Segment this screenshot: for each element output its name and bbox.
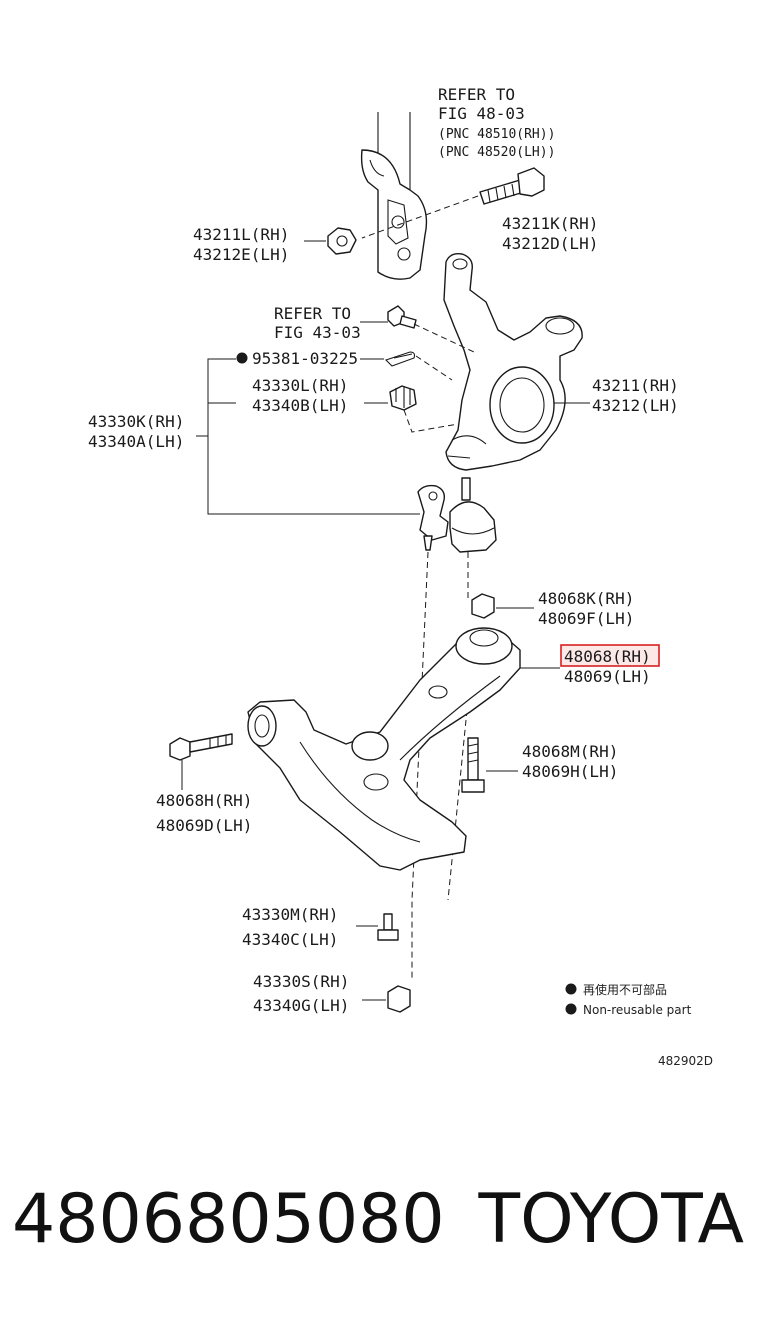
- lower-bolt-lh-label[interactable]: 43340C(LH): [242, 930, 338, 949]
- arm-nut-lh-label[interactable]: 48069F(LH): [538, 609, 634, 628]
- upper-bolt-rh-label[interactable]: 43211K(RH): [502, 214, 598, 233]
- upper-bolt-illustration: [479, 167, 545, 205]
- cotter-pin-label[interactable]: 95381-03225: [252, 349, 358, 368]
- upper-nut-illustration: [327, 227, 357, 255]
- legend-en-label: Non-reusable part: [583, 1003, 692, 1017]
- ball-joint-rh-label[interactable]: 43330K(RH): [88, 412, 184, 431]
- legend-marker-en: [565, 1003, 577, 1015]
- lower-nut-rh-label[interactable]: 43330S(RH): [253, 972, 349, 991]
- refer-fig48-line3: (PNC 48510(RH)): [438, 127, 555, 142]
- front-bolt-illustration: [169, 733, 233, 761]
- refer-fig43-line1: REFER TO: [274, 304, 351, 323]
- lower-arm-lh-label[interactable]: 48069(LH): [564, 667, 651, 686]
- castle-nut-illustration: [389, 385, 417, 411]
- cotter-pin-illustration: [384, 351, 416, 367]
- lower-bolt-illustration: [377, 913, 399, 941]
- rear-bolt-illustration: [461, 737, 485, 793]
- arm-nut-illustration: [471, 593, 495, 619]
- strut-bracket-illustration: [360, 112, 428, 280]
- lower-arm-rh-label[interactable]: 48068(RH): [564, 647, 651, 666]
- lower-control-arm-illustration: [247, 627, 521, 871]
- lower-nut-illustration: [387, 985, 411, 1013]
- lower-nut-lh-label[interactable]: 43340G(LH): [253, 996, 349, 1015]
- refer-fig48-line1: REFER TO: [438, 85, 515, 104]
- lower-bolt-rh-label[interactable]: 43330M(RH): [242, 905, 338, 924]
- small-bolt-illustration: [387, 305, 417, 329]
- non-reusable-marker: [236, 352, 248, 364]
- highlight-box: [560, 644, 660, 667]
- ball-joint-lh-label[interactable]: 43340A(LH): [88, 432, 184, 451]
- steering-knuckle-illustration: [443, 252, 583, 471]
- castle-nut-rh-label[interactable]: 43330L(RH): [252, 376, 348, 395]
- refer-fig48-line4: (PNC 48520(LH)): [438, 145, 555, 160]
- refer-fig43-line2: FIG 43-03: [274, 323, 361, 342]
- brand-name: TOYOTA: [478, 1180, 744, 1259]
- figure-code: 482902D: [658, 1054, 713, 1068]
- footer: 4806805080 TOYOTA: [0, 1180, 760, 1290]
- knuckle-lh-label[interactable]: 43212(LH): [592, 396, 679, 415]
- castle-nut-lh-label[interactable]: 43340B(LH): [252, 396, 348, 415]
- arm-nut-rh-label[interactable]: 48068K(RH): [538, 589, 634, 608]
- part-number: 4806805080: [12, 1180, 445, 1259]
- refer-fig48-line2: FIG 48-03: [438, 104, 525, 123]
- knuckle-rh-label[interactable]: 43211(RH): [592, 376, 679, 395]
- legend-jp-label: 再使用不可部品: [583, 982, 667, 997]
- legend-marker-jp: [565, 983, 577, 995]
- upper-nut-rh-label[interactable]: 43211L(RH): [193, 225, 289, 244]
- rear-bolt-lh-label[interactable]: 48069H(LH): [522, 762, 618, 781]
- upper-bolt-lh-label[interactable]: 43212D(LH): [502, 234, 598, 253]
- upper-nut-lh-label[interactable]: 43212E(LH): [193, 245, 289, 264]
- rear-bolt-rh-label[interactable]: 48068M(RH): [522, 742, 618, 761]
- front-bolt-rh-label[interactable]: 48068H(RH): [156, 791, 252, 810]
- ball-joint-illustration: [417, 477, 497, 553]
- front-bolt-lh-label[interactable]: 48069D(LH): [156, 816, 252, 835]
